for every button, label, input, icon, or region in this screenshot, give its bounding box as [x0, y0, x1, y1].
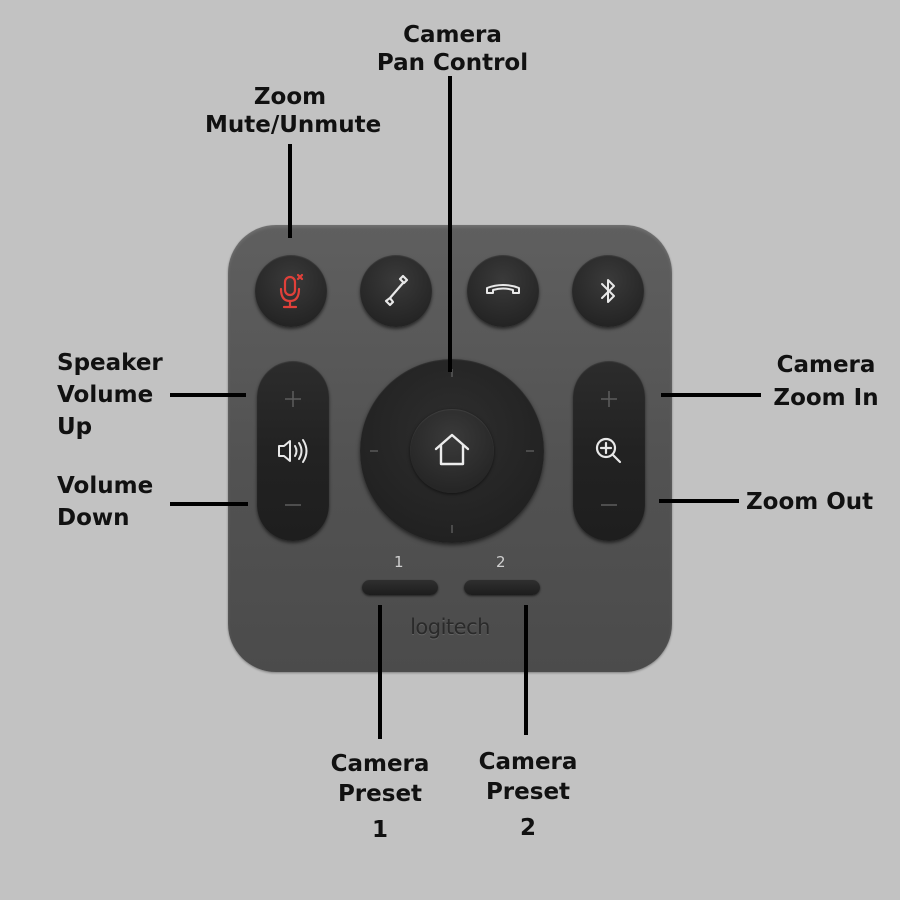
label-line: Mute/Unmute: [205, 112, 382, 138]
label-camera-pan-control: Camera Pan Control: [370, 21, 535, 77]
label-line: Preset: [337, 781, 423, 807]
label-line: Camera: [478, 749, 578, 775]
call-hangup-icon: [486, 284, 520, 294]
label-line: Volume: [57, 473, 154, 499]
call-answer-icon: [384, 274, 409, 307]
preset-1-number: 1: [394, 553, 404, 571]
label-volume-down: Volume Down: [57, 470, 153, 534]
leader-line-volume-up: [170, 393, 246, 397]
label-line: Camera: [403, 22, 502, 48]
label-line: Preset: [485, 779, 571, 805]
label-line: Down: [57, 505, 130, 531]
zoom-in-button[interactable]: [573, 361, 645, 421]
magnifier-zoom-icon: [595, 437, 622, 464]
zoom-out-button[interactable]: [573, 481, 645, 541]
bluetooth-icon: [601, 279, 615, 303]
label-line: Camera: [330, 751, 430, 777]
leader-line-preset-2: [524, 605, 528, 735]
leader-line-volume-down: [170, 502, 248, 506]
leader-line-zoom-out: [659, 499, 739, 503]
label-line: Volume: [57, 382, 154, 408]
home-icon: [434, 433, 470, 466]
label-line: Up: [57, 414, 93, 440]
label-line: Pan Control: [376, 50, 529, 76]
label-line: Zoom: [253, 84, 327, 110]
label-camera-preset-1: Camera Preset 1: [320, 749, 440, 845]
label-camera-preset-2: Camera Preset 2: [468, 747, 588, 843]
label-speaker-volume-up: Speaker Volume Up: [57, 347, 163, 443]
home-button[interactable]: [410, 409, 494, 493]
label-line: Zoom Out: [746, 489, 874, 515]
call-answer-button[interactable]: [360, 255, 432, 327]
dpad-markers: [370, 369, 534, 533]
label-zoom-out: Zoom Out: [746, 488, 873, 516]
volume-rocker: [257, 361, 329, 541]
plus-icon: [601, 391, 617, 407]
volume-up-button[interactable]: [257, 361, 329, 421]
label-line: Speaker: [57, 350, 163, 376]
call-hangup-button[interactable]: [467, 255, 539, 327]
mute-icon: [279, 273, 304, 309]
bluetooth-button[interactable]: [572, 255, 644, 327]
preset-2-number: 2: [496, 553, 506, 571]
label-line: 2: [519, 815, 536, 841]
plus-icon: [285, 391, 301, 407]
brand-logo: logitech: [410, 615, 490, 639]
label-line: Camera: [776, 352, 876, 378]
leader-line-zoom-in: [661, 393, 761, 397]
preset-1-button[interactable]: [362, 580, 438, 595]
leader-line-preset-1: [378, 605, 382, 739]
leader-line-pan: [448, 76, 452, 372]
minus-icon: [601, 504, 617, 506]
label-line: 1: [371, 817, 388, 843]
camera-pan-dpad[interactable]: [360, 359, 544, 543]
mute-button[interactable]: [255, 255, 327, 327]
leader-line-mute: [288, 144, 292, 238]
label-camera-zoom-in: Camera Zoom In: [765, 349, 887, 415]
preset-2-button[interactable]: [464, 580, 540, 595]
volume-icon: [278, 439, 308, 463]
label-line: Zoom In: [773, 385, 879, 411]
camera-zoom-rocker: [573, 361, 645, 541]
minus-icon: [285, 504, 301, 506]
label-zoom-mute-unmute: Zoom Mute/Unmute: [205, 83, 382, 139]
volume-down-button[interactable]: [257, 481, 329, 541]
